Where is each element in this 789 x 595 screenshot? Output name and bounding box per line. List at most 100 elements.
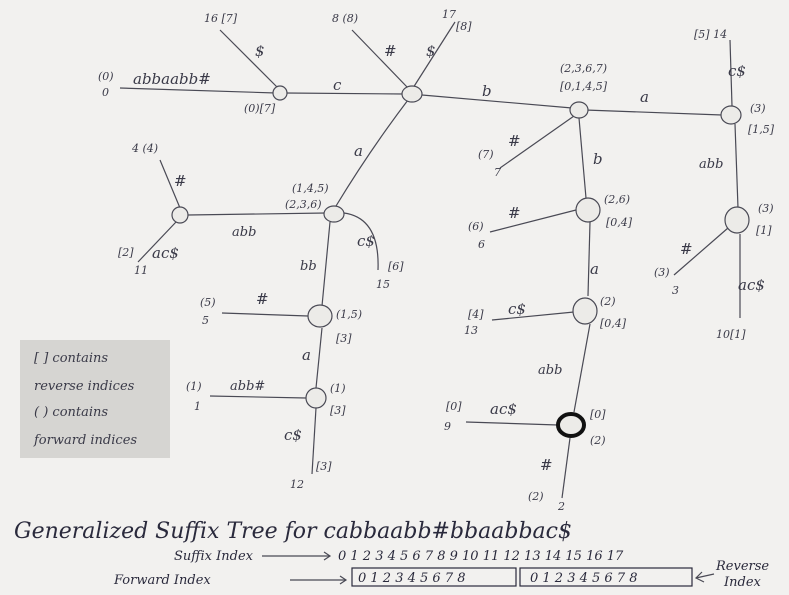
edges (119, 21, 741, 499)
edge-labels: abbaabb# $ c # $ b a c$ # b abb a # abb … (133, 42, 765, 474)
leaf-label: 15 (376, 278, 390, 291)
reverse-index-label: Reverse (715, 559, 769, 574)
node-label: (2,3,6,7) (560, 62, 607, 75)
leaf-label: 0 (102, 86, 109, 99)
edge-label: # (174, 172, 187, 190)
edge-label: # (680, 240, 693, 258)
leaf-label: (3) (654, 266, 670, 279)
node-root (401, 85, 423, 103)
leaf-label: 12 (290, 478, 304, 491)
edge-a-left (187, 212, 327, 216)
edge-label: # (540, 456, 553, 474)
node-label: [0,4] (600, 317, 627, 330)
legend-background (20, 340, 170, 458)
node-b (569, 101, 589, 119)
edge-label: abbaabb# (133, 70, 211, 88)
legend-line: [ ] contains (34, 351, 108, 366)
footer: Generalized Suffix Tree for cabbaabb#bba… (14, 519, 769, 590)
leaf-label: (5) (200, 296, 216, 309)
edge-bba-bold (573, 323, 591, 413)
leaf-label: [0] (446, 400, 462, 413)
edge-root-leaf8 (351, 29, 409, 89)
node-bba (572, 297, 598, 325)
edge-label: c$ (728, 62, 746, 80)
forward-index-label: Forward Index (113, 573, 211, 588)
edge-b-bb (578, 117, 587, 199)
node-label: [0] (590, 408, 606, 421)
leaf-label: 13 (464, 324, 478, 337)
edge-label: $ (255, 42, 265, 60)
leaf-label: (2) (528, 490, 544, 503)
forward-index-arrowhead (339, 575, 348, 585)
node-label: (2) (600, 295, 616, 308)
node-abb (307, 304, 333, 328)
leaf-label: 11 (134, 264, 148, 277)
edge-root-leaf0 (119, 87, 277, 94)
edge-leaf5-abb (221, 312, 309, 317)
node-baabb (724, 206, 750, 234)
edge-label: b (482, 82, 492, 100)
leaf-label: 7 (494, 166, 501, 179)
leaf-label: [2] (118, 246, 134, 259)
leaf-label: (0) (98, 70, 114, 83)
suffix-index-label: Suffix Index (174, 549, 254, 564)
edge-label: # (508, 132, 521, 150)
node-label: (3) (758, 202, 774, 215)
node-label: (0)[7] (244, 102, 276, 115)
edge-baabb-leaf3 (673, 227, 729, 276)
edge-leaf13-bba (491, 311, 575, 321)
leaf-labels: (0) 0 16 [7] 8 (8) 17 [8] [5] 14 4 (4) [… (98, 8, 746, 513)
edge-label: # (256, 290, 269, 308)
edge-label: c$ (508, 300, 526, 318)
leaf-label: 16 [7] (204, 12, 238, 25)
edge-a-abb (321, 221, 331, 307)
leaf-label: [5] 14 (694, 28, 727, 41)
leaf-label: [4] (468, 308, 484, 321)
node-a (323, 205, 345, 223)
node-label: [3] (330, 404, 346, 417)
node-label: (3) (750, 102, 766, 115)
node-bold (556, 412, 586, 438)
suffix-index-values: 0 1 2 3 4 5 6 7 8 9 10 11 12 13 14 15 16… (338, 549, 624, 564)
node-labels: (0)[7] (2,3,6,7) [0,1,4,5] (3) [1,5] (1,… (244, 62, 775, 447)
node-label: (1,5) (336, 308, 362, 321)
node-ba (720, 105, 742, 125)
forward-index-values: 0 1 2 3 4 5 6 7 8 (358, 571, 466, 586)
leaf-label: (1) (186, 380, 202, 393)
edge-b-leaf7 (499, 115, 575, 169)
edge-a-leaf15 (343, 212, 379, 271)
edge-root-b (421, 94, 573, 109)
leaf-label: 10[1] (716, 328, 746, 341)
edge-label: # (384, 42, 397, 60)
edge-label: c (333, 76, 342, 94)
node-a-left (171, 206, 189, 224)
edge-bb-leaf6 (489, 209, 577, 233)
leaf-label: 5 (202, 314, 209, 327)
edge-label: # (508, 204, 521, 222)
edge-bb-bba (587, 221, 591, 297)
edge-label: a (354, 142, 363, 160)
edge-label: c$ (357, 232, 375, 250)
edge-label: ac$ (152, 244, 179, 262)
edge-root-a (335, 99, 409, 207)
leaf-label: [8] (456, 20, 472, 33)
leaf-label: (6) (468, 220, 484, 233)
edge-aleft-leaf11 (137, 221, 177, 263)
edge-label: a (302, 346, 311, 364)
edge-ba-baabb (734, 123, 739, 209)
edge-leaf9-bold (465, 421, 559, 426)
reverse-index-arrow (695, 573, 715, 579)
edge-label: a (640, 88, 649, 106)
edge-label: bb (300, 259, 317, 274)
reverse-index-box (519, 567, 693, 587)
legend-line: ( ) contains (34, 405, 108, 420)
leaf-label: 17 (442, 8, 456, 21)
edge-label: abb (232, 225, 256, 240)
edge-label: c$ (284, 426, 302, 444)
node-label: (1,4,5) (292, 182, 329, 195)
edge-root-leaf17 (412, 21, 456, 89)
node-label: (1) (330, 382, 346, 395)
forward-index-box (351, 567, 517, 587)
node-label: [0,1,4,5] (560, 80, 608, 93)
legend: [ ] contains reverse indices ( ) contain… (20, 340, 170, 458)
